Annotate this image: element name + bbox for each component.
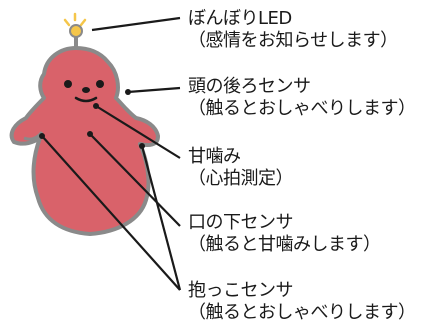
label-mouth-desc: （触ると甘噛みします） bbox=[188, 234, 381, 255]
nose bbox=[82, 87, 90, 93]
led-glow bbox=[63, 12, 87, 27]
callout-dots bbox=[39, 89, 145, 149]
label-mouth-title: 口の下センサ bbox=[188, 212, 293, 233]
right-eye bbox=[96, 80, 104, 88]
label-hug-desc: （触るとおしゃべりします） bbox=[188, 302, 416, 323]
led-bulb bbox=[69, 24, 83, 38]
robot-body bbox=[9, 46, 160, 236]
label-amagami-desc: （心拍測定） bbox=[188, 168, 294, 189]
label-led-desc: （感情をお知らせします） bbox=[188, 30, 398, 51]
label-head-sensor: 頭の後ろセンサ （触るとおしゃべりします） bbox=[188, 76, 416, 120]
label-amagami: 甘噛み （心拍測定） bbox=[188, 146, 294, 190]
label-led-title: ぼんぼりLED bbox=[188, 8, 292, 29]
label-amagami-title: 甘噛み bbox=[188, 146, 241, 167]
left-eye bbox=[64, 80, 72, 88]
label-hug-title: 抱っこセンサ bbox=[188, 280, 293, 301]
label-head-desc: （触るとおしゃべりします） bbox=[188, 98, 416, 119]
callout-lines bbox=[41, 16, 182, 291]
label-head-title: 頭の後ろセンサ bbox=[188, 76, 311, 97]
label-mouth-sensor: 口の下センサ （触ると甘噛みします） bbox=[188, 212, 381, 256]
label-led: ぼんぼりLED （感情をお知らせします） bbox=[188, 8, 398, 52]
mouth bbox=[74, 96, 98, 103]
label-hug-sensor: 抱っこセンサ （触るとおしゃべりします） bbox=[188, 280, 416, 324]
